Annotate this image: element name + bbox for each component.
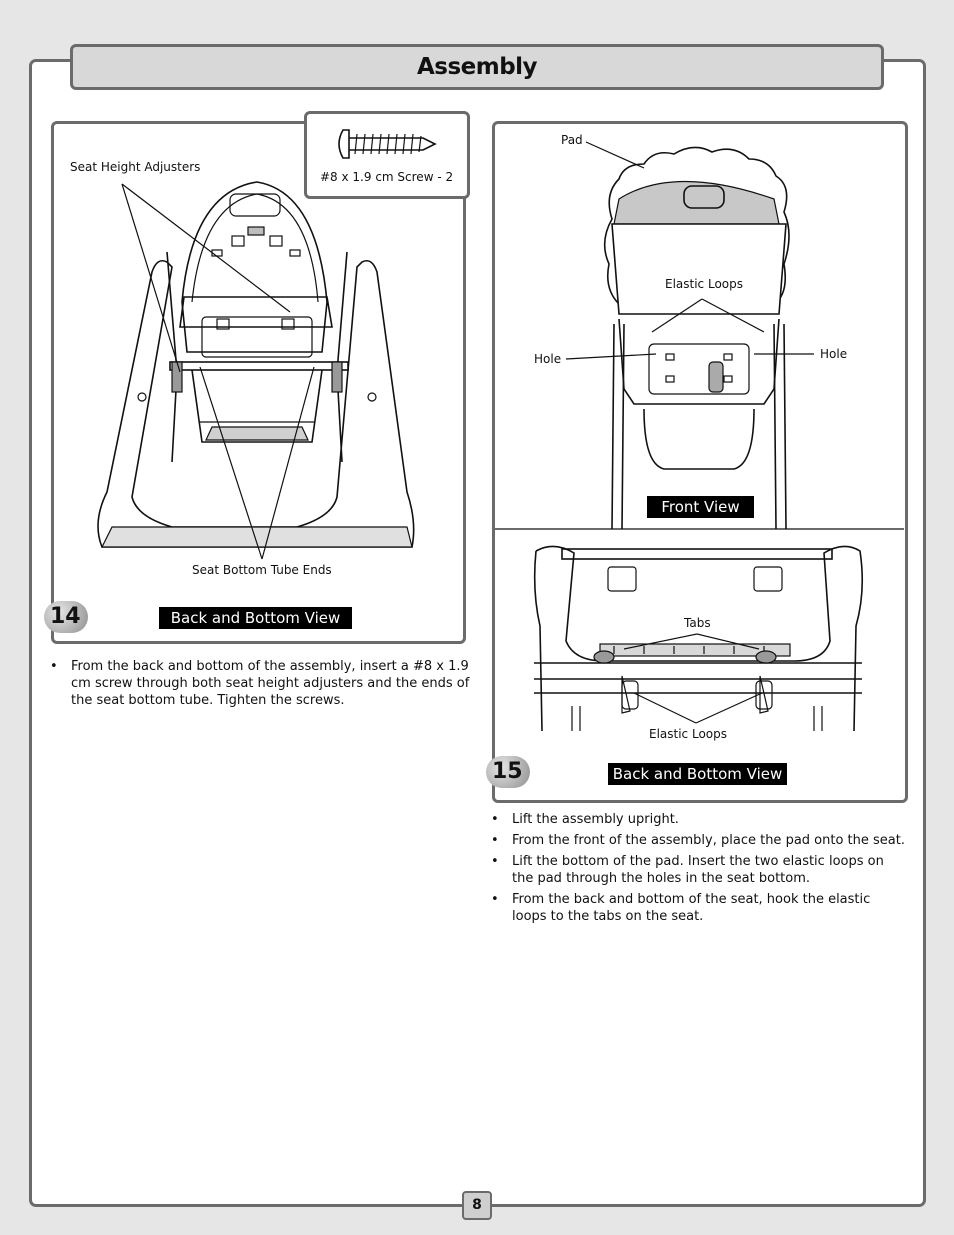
label-pad: Pad (561, 133, 583, 147)
page-title: Assembly (70, 44, 884, 90)
view-label: Back and Bottom View (159, 607, 352, 629)
step-14-panel (51, 121, 466, 644)
view-label: Front View (647, 496, 754, 518)
instruction-item: From the back and bottom of the assembly… (50, 658, 470, 709)
back-view-illustration (533, 545, 864, 731)
label-seat-height-adjusters: Seat Height Adjusters (70, 160, 201, 174)
instruction-item: Lift the bottom of the pad. Insert the t… (491, 853, 907, 887)
instruction-list: Lift the assembly upright. From the fron… (491, 811, 907, 929)
instruction-item: From the back and bottom of the seat, ho… (491, 891, 907, 925)
instruction-item: Lift the assembly upright. (491, 811, 907, 828)
instruction-list: From the back and bottom of the assembly… (50, 658, 470, 713)
step-14-illustration (97, 181, 415, 560)
label-hole-left: Hole (534, 352, 562, 366)
instruction-item: From the front of the assembly, place th… (491, 832, 907, 849)
label-elastic-loops-back: Elastic Loops (649, 727, 727, 741)
screw-callout-label: #8 x 1.9 cm Screw - 2 (320, 170, 454, 184)
step-number-badge: 14 (44, 601, 88, 633)
view-label: Back and Bottom View (608, 763, 787, 785)
screw-callout (304, 111, 470, 199)
step-number-badge: 15 (486, 756, 530, 788)
label-hole-right: Hole (820, 347, 848, 361)
label-elastic-loops-front: Elastic Loops (665, 277, 743, 291)
label-tabs: Tabs (684, 616, 711, 630)
front-view-illustration (565, 141, 814, 529)
label-seat-bottom-tube-ends: Seat Bottom Tube Ends (192, 563, 332, 577)
panel-divider (494, 528, 904, 530)
screw-icon (338, 129, 437, 159)
page-number: 8 (462, 1191, 492, 1220)
